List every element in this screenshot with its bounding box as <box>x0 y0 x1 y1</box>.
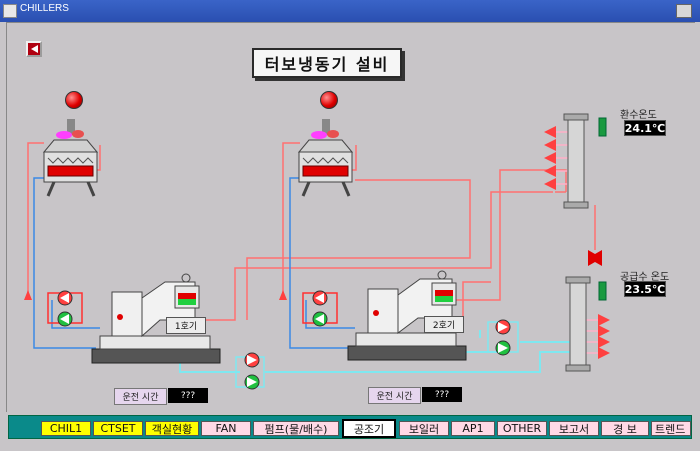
nav-fan[interactable]: FAN <box>201 421 251 436</box>
pump-group-2[interactable] <box>302 290 338 327</box>
supply-header <box>565 276 591 372</box>
return-temp-value: 24.1℃ <box>624 120 666 136</box>
system-menu-icon[interactable] <box>3 4 17 18</box>
cooling-tower-1 <box>42 119 99 197</box>
alarm-lamp-icon <box>65 91 83 109</box>
nav-report[interactable]: 보고서 <box>549 421 599 436</box>
pump-group-1[interactable] <box>47 290 83 327</box>
nav-trend[interactable]: 트렌드 <box>651 421 691 436</box>
nav-ap1[interactable]: AP1 <box>451 421 495 436</box>
valve-icon[interactable] <box>588 250 602 266</box>
window-control-icon[interactable] <box>676 4 692 18</box>
chiller-1-label[interactable]: 1호기 <box>166 317 206 334</box>
back-button[interactable] <box>26 41 42 57</box>
nav-boiler[interactable]: 보일러 <box>399 421 449 436</box>
pump-group-4[interactable] <box>487 319 519 356</box>
return-header <box>563 113 589 209</box>
nav-ctset[interactable]: CTSET <box>93 421 143 436</box>
flow-arrows <box>24 126 610 359</box>
chiller-2-label[interactable]: 2호기 <box>424 316 464 333</box>
nav-chil1[interactable]: CHIL1 <box>41 421 91 436</box>
supply-temp-value: 23.5℃ <box>624 281 666 297</box>
title-bar: CHILLERS <box>0 0 700 22</box>
bottom-nav-bar: CHIL1 CTSET 객실현황 FAN 펌프(물/배수) 공조기 보일러 AP… <box>8 415 692 439</box>
nav-room-status[interactable]: 객실현황 <box>145 421 199 436</box>
page-title: 터보냉동기 설비 <box>252 48 402 78</box>
cooling-tower-2 <box>297 119 354 197</box>
hot-water-pipes <box>27 142 596 322</box>
run-time-label-1: 운전 시간 <box>114 388 167 405</box>
run-time-value-1: ??? <box>168 388 208 403</box>
run-time-value-2: ??? <box>422 387 462 402</box>
alarm-lamp-icon <box>320 91 338 109</box>
nav-air-handler[interactable]: 공조기 <box>342 419 396 438</box>
nav-other[interactable]: OTHER <box>497 421 547 436</box>
pump-group-3[interactable] <box>235 352 265 390</box>
supply-temp-sensor-icon <box>598 281 607 301</box>
return-temp-label: 환수온도 <box>620 110 657 121</box>
window-title: CHILLERS <box>20 3 69 14</box>
nav-alarm[interactable]: 경 보 <box>601 421 649 436</box>
supply-temp-label: 공급수 온도 <box>620 272 670 283</box>
run-time-label-2: 운전 시간 <box>368 387 421 404</box>
chiller-1[interactable] <box>91 273 221 364</box>
cold-water-pipes <box>33 177 355 349</box>
return-temp-sensor-icon <box>598 117 607 137</box>
nav-pump[interactable]: 펌프(물/배수) <box>253 421 339 436</box>
